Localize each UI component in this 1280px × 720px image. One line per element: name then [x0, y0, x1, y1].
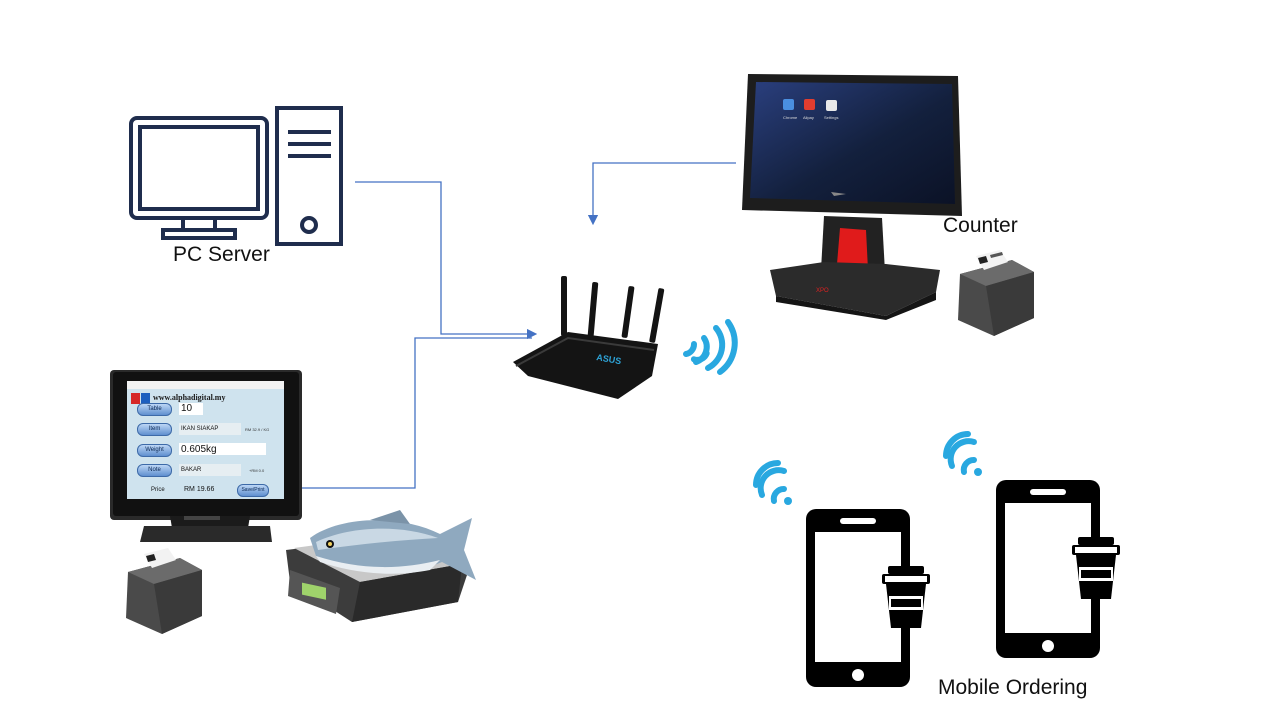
coffee-cup-icon-right: [1072, 537, 1120, 599]
pos-logo: [131, 391, 151, 404]
mobile-phone-left: [806, 509, 910, 687]
counter-app-chrome-label: Chrome: [783, 115, 798, 120]
pos-item-button[interactable]: Item: [137, 423, 172, 436]
counter-to-router-line: [587, 162, 736, 226]
router-icon: ASUS: [513, 276, 665, 399]
pos-app-screen: www.alphadigital.my Table 10 Item IKAN S…: [127, 381, 284, 499]
pc-server-label: PC Server: [173, 243, 270, 266]
mobile-phone-right: [996, 480, 1100, 658]
pos-item-price: RM 32.9 / KG: [245, 427, 270, 432]
pos-item-field[interactable]: IKAN SIAKAP: [179, 423, 241, 435]
pos-weight-field[interactable]: 0.605kg: [179, 443, 266, 455]
pos-app-titlebar: [127, 381, 284, 389]
pos-to-router-line: [302, 337, 532, 489]
counter-app-alipay-label: Alipay: [803, 115, 814, 120]
pos-price-value: RM 19.66: [184, 486, 215, 493]
pos-note-button[interactable]: Note: [137, 464, 172, 477]
coffee-cup-icon-left: [882, 566, 930, 628]
pos-stand: [140, 516, 272, 542]
pos-price-label: Price: [151, 487, 165, 493]
pos-note-field[interactable]: BAKAR: [179, 464, 241, 476]
mobile-ordering-label: Mobile Ordering: [938, 676, 1088, 699]
phone-wifi-icon-right: [943, 431, 982, 476]
pos-save-print-button[interactable]: Save/Print: [237, 484, 269, 497]
pos-receipt-printer: [126, 548, 202, 634]
svg-text:XPO: XPO: [816, 288, 829, 294]
pc-server-icon: [129, 106, 343, 246]
counter-label: Counter: [943, 214, 1018, 237]
phone-wifi-icon-left: [753, 460, 792, 505]
pc-to-router-line: [355, 181, 538, 340]
pos-site-url: www.alphadigital.my: [153, 393, 226, 402]
router-wifi-icon: [683, 319, 738, 375]
pos-table-field[interactable]: 10: [179, 403, 203, 415]
counter-receipt-printer: [958, 250, 1034, 336]
pos-weight-button[interactable]: Weight: [137, 444, 172, 457]
counter-app-settings-label: Settings: [824, 115, 838, 120]
pos-table-button[interactable]: Table: [137, 403, 172, 416]
counter-terminal: Chrome Alipay Settings XPO: [742, 74, 962, 320]
weighing-scale-with-fish: [286, 510, 476, 622]
svg-text:ASUS: ASUS: [596, 352, 622, 366]
pos-note-extra: +RM 0.0: [249, 468, 265, 473]
